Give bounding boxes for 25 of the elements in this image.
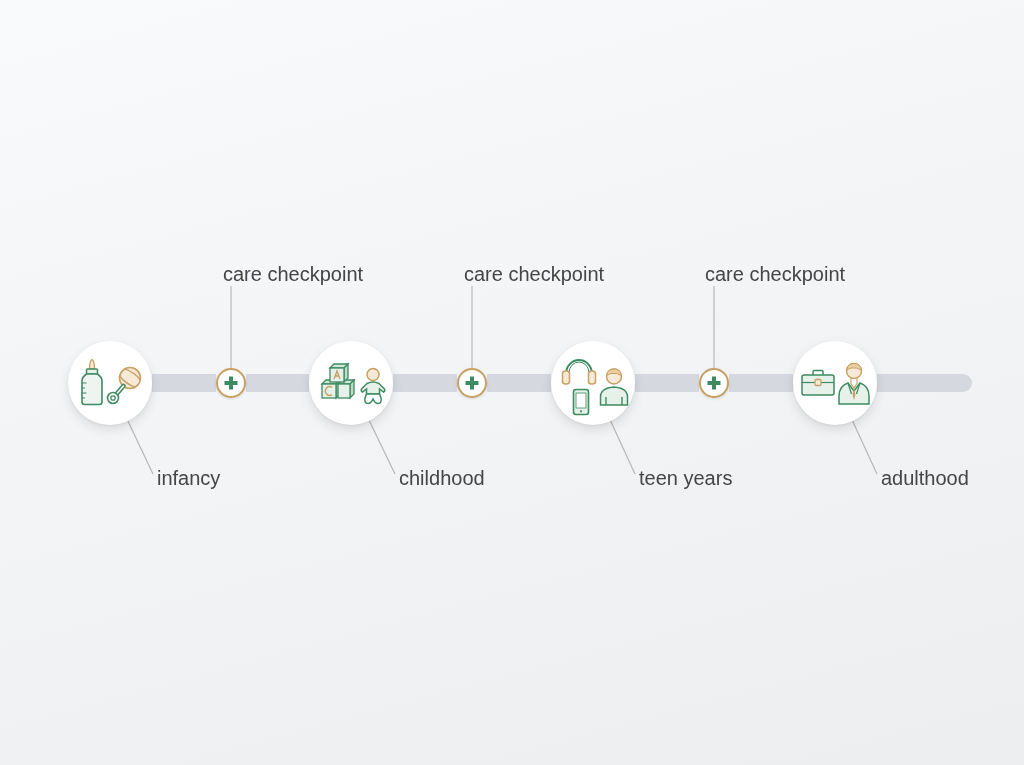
checkpoint-marker	[216, 368, 246, 398]
stage-circle	[551, 341, 635, 425]
leader-line	[230, 285, 232, 369]
leader-line	[127, 420, 154, 475]
stage-label: adulthood	[877, 466, 973, 490]
timeline-track	[729, 374, 793, 392]
timeline-track	[393, 374, 457, 392]
stage-label: childhood	[395, 466, 489, 490]
timeline-track	[152, 374, 216, 392]
timeline-track	[487, 374, 551, 392]
leader-line	[852, 420, 878, 475]
checkpoint-marker	[457, 368, 487, 398]
leader-line	[610, 420, 636, 475]
checkpoint-label: care checkpoint	[701, 262, 850, 286]
stage-label: infancy	[153, 466, 225, 490]
checkpoint-label: care checkpoint	[460, 262, 609, 286]
stage-label: teen years	[635, 466, 737, 490]
leader-line	[471, 285, 473, 369]
timeline-track	[877, 374, 972, 392]
leader-line	[368, 420, 396, 475]
leader-line	[713, 285, 715, 369]
timeline-track	[246, 374, 309, 392]
checkpoint-label: care checkpoint	[219, 262, 368, 286]
timeline-track	[635, 374, 699, 392]
checkpoint-marker	[699, 368, 729, 398]
